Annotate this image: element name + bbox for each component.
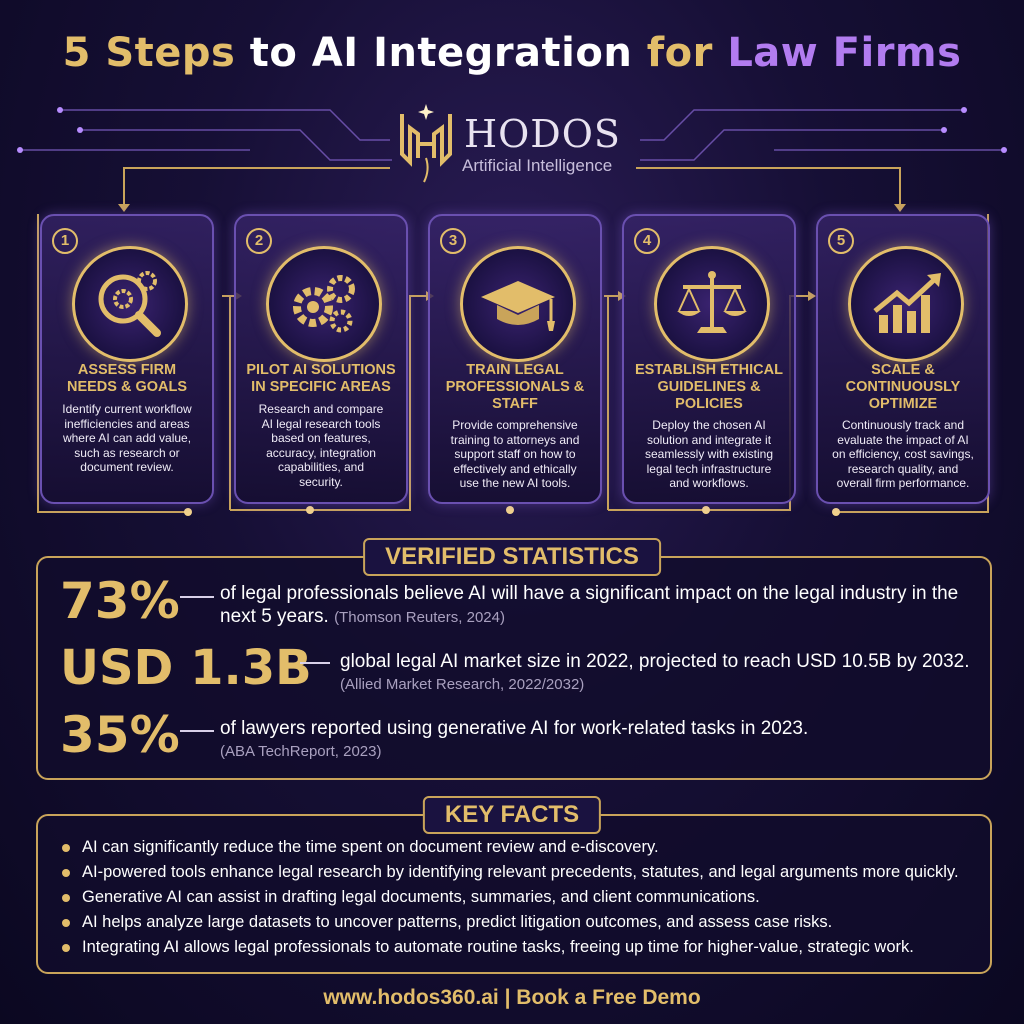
step-title: ASSESS FIRM NEEDS & GOALS [66, 362, 188, 395]
key-fact-item: Generative AI can assist in drafting leg… [60, 888, 980, 913]
key-fact-text: Generative AI can assist in drafting leg… [82, 888, 760, 906]
key-facts-list: AI can significantly reduce the time spe… [60, 838, 980, 963]
stat-text-2: global legal AI market size in 2022, pro… [340, 650, 980, 696]
step-description: Research and compare AI legal research t… [258, 402, 384, 489]
title-part-4: Law Firms [727, 30, 962, 76]
stat-text-1-line-2: next 5 years. (Thomson Reuters, 2024) [220, 605, 980, 629]
step-card-4: 4 ESTABLISH ETHICAL GUIDELINES & POLICIE… [622, 214, 796, 504]
bullet-icon [62, 919, 70, 927]
bullet-icon [62, 869, 70, 877]
logo-name: HODOS [464, 112, 621, 156]
step-card-3: 3 TRAIN LEGAL PROFESSIONALS & STAFF Prov… [428, 214, 602, 504]
stat-text-3: of lawyers reported using generative AI … [220, 717, 980, 763]
bullet-icon [62, 894, 70, 902]
hodos-logo: HODOS Artificial Intelligence [396, 100, 636, 186]
stat-value-3: 35% [60, 706, 180, 764]
stat-dash [300, 662, 330, 664]
step-description: Continuously track and evaluate the impa… [832, 418, 974, 490]
key-fact-text: AI helps analyze large datasets to uncov… [82, 913, 833, 931]
step-icon-circle [848, 246, 964, 362]
scales-of-justice-icon [677, 271, 747, 333]
step-number: 3 [440, 228, 466, 254]
key-fact-text: AI can significantly reduce the time spe… [82, 838, 659, 856]
step-description: Identify current workflow inefficiencies… [62, 402, 192, 474]
key-fact-item: AI-powered tools enhance legal research … [60, 863, 980, 888]
stat-text-2-line-1: global legal AI market size in 2022, pro… [340, 651, 970, 672]
stat-value-2: USD 1.3B [60, 640, 312, 696]
key-fact-item: AI can significantly reduce the time spe… [60, 838, 980, 863]
stat-value-1: 73% [60, 572, 180, 630]
bullet-icon [62, 944, 70, 952]
stat-text-1-line-1: of legal professionals believe AI will h… [220, 583, 959, 604]
key-fact-text: Integrating AI allows legal professional… [82, 938, 914, 956]
stat-source-3: (ABA TechReport, 2023) [220, 743, 382, 760]
step-icon-circle [72, 246, 188, 362]
footer-cta[interactable]: www.hodos360.ai | Book a Free Demo [323, 986, 701, 1009]
logo-subtitle: Artificial Intelligence [462, 156, 613, 175]
stat-source-2: (Allied Market Research, 2022/2032) [340, 676, 585, 693]
stat-source-1: (Thomson Reuters, 2024) [334, 609, 505, 626]
step-title: TRAIN LEGAL PROFESSIONALS & STAFF [445, 362, 585, 412]
title-part-3: for [646, 30, 713, 76]
stat-dash [180, 730, 214, 732]
title-part-2: to AI Integration [249, 30, 633, 76]
step-card-2: 2 PILOT AI SOLUTIONS IN SPECIFIC AREAS R… [234, 214, 408, 504]
stat-text-1: of legal professionals believe AI will h… [220, 582, 980, 629]
title-part-1: 5 Steps [62, 30, 236, 76]
step-description: Deploy the chosen AI solution and integr… [644, 418, 774, 490]
key-fact-item: AI helps analyze large datasets to uncov… [60, 913, 980, 938]
step-number: 1 [52, 228, 78, 254]
statistics-panel [36, 556, 992, 780]
key-facts-heading: KEY FACTS [422, 796, 602, 834]
key-fact-item: Integrating AI allows legal professional… [60, 938, 980, 963]
stat-text-1-line-2-text: next 5 years. [220, 606, 329, 627]
hodos-logo-mark-icon [400, 104, 452, 183]
gears-icon [293, 275, 355, 333]
stat-text-3-line-1: of lawyers reported using generative AI … [220, 718, 809, 739]
key-facts-panel [36, 814, 992, 974]
step-number: 4 [634, 228, 660, 254]
step-card-5: 5 SCALE & CONTINUOUSLY OPTIMIZE Continuo… [816, 214, 990, 504]
step-title: SCALE & CONTINUOUSLY OPTIMIZE [845, 362, 961, 412]
step-number: 2 [246, 228, 272, 254]
page-title: 5 Steps to AI Integration for Law Firms [0, 30, 1024, 76]
growth-chart-icon [873, 273, 941, 333]
step-icon-circle [654, 246, 770, 362]
stat-dash [180, 596, 214, 598]
step-description: Provide comprehensive training to attorn… [450, 418, 580, 490]
step-title: PILOT AI SOLUTIONS IN SPECIFIC AREAS [246, 362, 396, 395]
bullet-icon [62, 844, 70, 852]
step-icon-circle [460, 246, 576, 362]
key-fact-text: AI-powered tools enhance legal research … [82, 863, 959, 881]
graduation-cap-icon [481, 281, 555, 331]
step-card-1: 1 ASSESS FIRM NEEDS & GOALS Identify cur… [40, 214, 214, 504]
step-number: 5 [828, 228, 854, 254]
magnifier-gears-icon [98, 271, 161, 337]
statistics-heading: VERIFIED STATISTICS [363, 538, 661, 576]
step-title: ESTABLISH ETHICAL GUIDELINES & POLICIES [635, 362, 783, 412]
step-icon-circle [266, 246, 382, 362]
